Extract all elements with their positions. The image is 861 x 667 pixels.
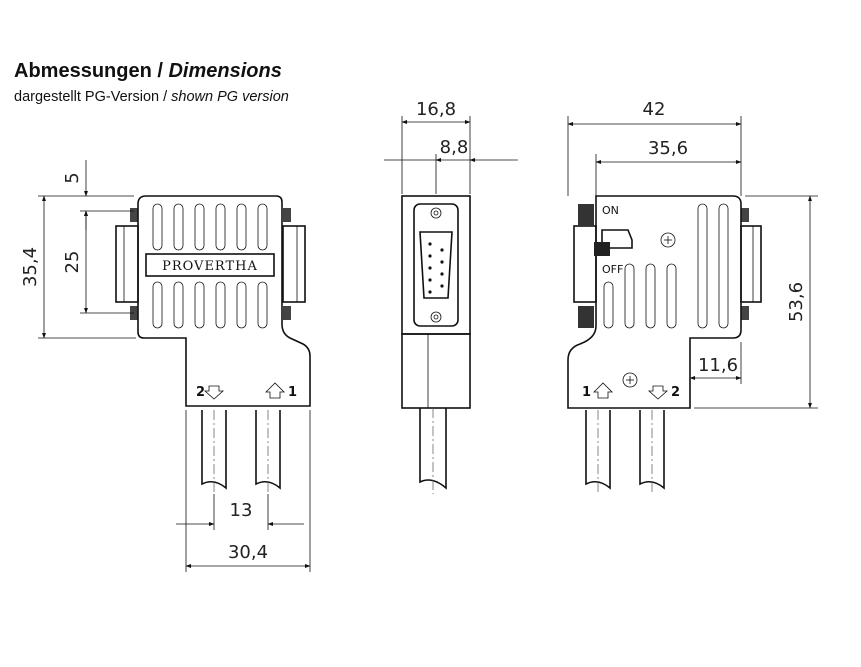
side-view: 16,8 8,8 xyxy=(384,99,518,494)
title-german: Abmessungen xyxy=(14,60,152,82)
svg-text:16,8: 16,8 xyxy=(416,99,456,120)
svg-text:13: 13 xyxy=(230,500,253,521)
back-view: ON OFF 1 2 xyxy=(567,99,818,494)
front-body-outline xyxy=(137,195,311,407)
dim-front-35-4: 35,4 xyxy=(20,195,136,339)
back-dsub-left xyxy=(573,225,597,303)
switch-lever-icon[interactable] xyxy=(594,242,610,256)
svg-text:5: 5 xyxy=(62,172,83,183)
side-dsub-face xyxy=(413,203,459,327)
screw-icon xyxy=(660,232,676,248)
back-arrow-down-icon xyxy=(647,385,669,400)
dim-front-13: 13 xyxy=(176,494,304,530)
front-screw-bottom-right xyxy=(283,306,291,320)
back-bottom-screw-icon xyxy=(622,372,638,388)
front-brand-band xyxy=(145,253,275,277)
dsub-pins xyxy=(428,242,444,294)
title-separator: / xyxy=(151,60,169,82)
front-view: PROVERTHA 2 1 xyxy=(20,160,311,572)
arrow-down-icon xyxy=(203,385,225,400)
back-screw-top xyxy=(578,204,594,226)
arrow-up-icon xyxy=(265,382,285,399)
back-port-label-1: 1 xyxy=(582,385,591,400)
dim-back-35-6: 35,6 xyxy=(595,138,742,196)
back-arrow-up-icon xyxy=(593,382,613,399)
side-cable xyxy=(419,408,447,490)
front-screw-top-left xyxy=(130,208,138,222)
svg-text:42: 42 xyxy=(643,99,666,120)
front-port-label-2: 2 xyxy=(196,385,205,400)
dim-front-25: 25 xyxy=(62,210,134,314)
svg-text:35,4: 35,4 xyxy=(20,247,41,287)
dim-back-11-6: 11,6 xyxy=(689,342,742,384)
front-dsub-left xyxy=(115,225,139,303)
front-dsub-right xyxy=(282,225,306,303)
svg-text:35,6: 35,6 xyxy=(648,138,688,159)
side-housing-upper xyxy=(401,195,471,335)
dim-side-8-8: 8,8 xyxy=(384,137,518,194)
svg-text:25: 25 xyxy=(62,251,83,274)
svg-text:11,6: 11,6 xyxy=(698,355,738,376)
front-port-label-1: 1 xyxy=(288,385,297,400)
back-screw-bottom xyxy=(578,306,594,328)
title-english: Dimensions xyxy=(168,60,282,82)
dim-back-53-6: 53,6 xyxy=(694,195,818,409)
back-cables xyxy=(585,410,665,494)
page-title: Abmessungen / Dimensions xyxy=(14,60,282,83)
back-vent-slots xyxy=(603,203,729,329)
page-subtitle: dargestellt PG-Version / shown PG versio… xyxy=(14,89,289,105)
svg-text:53,6: 53,6 xyxy=(786,282,807,322)
dim-back-42: 42 xyxy=(567,99,742,196)
subtitle-english: shown PG version xyxy=(171,89,289,105)
front-screw-top-right xyxy=(283,208,291,222)
dim-front-5: 5 xyxy=(62,160,134,230)
back-dsub-right xyxy=(740,225,762,303)
dim-side-16-8: 16,8 xyxy=(401,99,471,194)
subtitle-separator: / xyxy=(159,89,172,105)
side-housing-lower xyxy=(401,333,471,409)
svg-text:30,4: 30,4 xyxy=(228,542,268,563)
switch-off-label: OFF xyxy=(602,263,623,276)
front-cables xyxy=(201,410,281,494)
front-vent-slots-upper xyxy=(152,203,268,251)
svg-text:8,8: 8,8 xyxy=(440,137,469,158)
switch-on-label: ON xyxy=(602,204,619,217)
dim-front-30-4: 30,4 xyxy=(185,410,311,572)
subtitle-german: dargestellt PG-Version xyxy=(14,89,160,105)
back-body-outline xyxy=(567,195,742,409)
front-vent-slots-lower xyxy=(152,281,268,329)
back-port-label-2: 2 xyxy=(671,385,680,400)
dsub-socket-icon xyxy=(419,231,453,299)
brand-label: PROVERTHA xyxy=(162,259,258,274)
